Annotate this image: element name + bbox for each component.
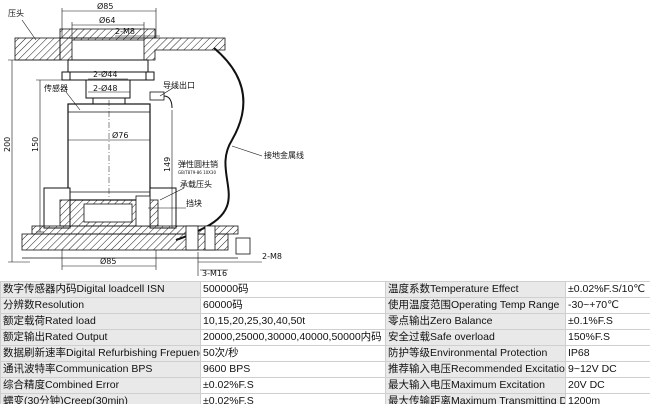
- label-pin-standard: GB/T879-86 10X30: [178, 170, 216, 175]
- label-elastic-pin: 弹性圆柱销: [178, 159, 218, 169]
- spec-key-right: 推荐输入电压Recommended Excitation: [385, 361, 566, 378]
- spec-value-right: ±0.1%F.S: [565, 313, 650, 330]
- table-row: 数字传感器内码Digital loadcell ISN 500000码 温度系数…: [0, 281, 650, 298]
- spec-key-right: 防护等级Environmental Protection: [385, 345, 566, 362]
- label-m8-top: 2-M8: [115, 27, 135, 36]
- spec-value-right: 20V DC: [565, 377, 650, 394]
- spec-value-left: 60000码: [200, 297, 386, 314]
- label-bearing-head: 承载压头: [180, 179, 212, 189]
- label-m16: 3-M16: [202, 269, 227, 278]
- spec-value-right: -30~+70℃: [565, 297, 650, 314]
- spec-value-left: ±0.02%F.S: [200, 393, 386, 404]
- spec-value-left: 20000,25000,30000,40000,50000内码: [200, 329, 386, 346]
- label-pressure-head: 压头: [8, 8, 24, 18]
- spec-value-right: IP68: [565, 345, 650, 362]
- spec-value-left: 10,15,20,25,30,40,50t: [200, 313, 386, 330]
- sensor-body: [67, 97, 151, 201]
- spec-key-right: 最大传输距离Maximum Transmitting Distance: [385, 393, 566, 404]
- spec-key-right: 最大输入电压Maximum Excitation: [385, 377, 566, 394]
- spec-key-right: 使用温度范围Operating Temp Range: [385, 297, 566, 314]
- label-sensor: 传感器: [44, 83, 68, 93]
- cable-outlet: [149, 91, 173, 109]
- spec-key-left: 综合精度Combined Error: [0, 377, 201, 394]
- label-dia-85-bottom: Ø85: [100, 256, 116, 266]
- label-height-150: 150: [31, 137, 40, 152]
- label-stopper: 挡块: [186, 198, 202, 208]
- spec-key-left: 额定输出Rated Output: [0, 329, 201, 346]
- support-frame: [21, 187, 251, 259]
- spec-value-right: ±0.02%F.S/10℃: [565, 281, 650, 298]
- label-ground-strap: 接地金属线: [264, 150, 304, 160]
- load-cell-drawing: 压头 Ø85 Ø64 2-M8 2-Ø44 2-Ø48 传感器 导线出口 Ø76…: [3, 1, 304, 278]
- label-dia-44: 2-Ø44: [93, 69, 117, 79]
- spec-value-left: 9600 BPS: [200, 361, 386, 378]
- table-row: 综合精度Combined Error ±0.02%F.S 最大输入电压Maxim…: [0, 377, 650, 394]
- spec-key-left: 通讯波特率Communication BPS: [0, 361, 201, 378]
- dimension-lines: [8, 8, 263, 276]
- spec-value-left: ±0.02%F.S: [200, 377, 386, 394]
- spec-key-left: 数字传感器内码Digital loadcell ISN: [0, 281, 201, 298]
- table-row: 额定输出Rated Output 20000,25000,30000,40000…: [0, 329, 650, 346]
- label-dia-85-top: Ø85: [97, 1, 113, 11]
- label-height-200: 200: [3, 137, 12, 152]
- spec-key-left: 额定载荷Rated load: [0, 313, 201, 330]
- table-row: 蠕变(30分钟)Creep(30min) ±0.02%F.S 最大传输距离Max…: [0, 393, 650, 404]
- spec-value-right: 9~12V DC: [565, 361, 650, 378]
- spec-key-right: 温度系数Temperature Effect: [385, 281, 566, 298]
- table-row: 分辨数Resolution 60000码 使用温度范围Operating Tem…: [0, 297, 650, 314]
- spec-key-right: 零点输出Zero Balance: [385, 313, 566, 330]
- table-row: 数据刷新速率Digital Refurbishing Frepuency 50次…: [0, 345, 650, 362]
- label-dia-76: Ø76: [112, 130, 128, 140]
- spec-value-left: 500000码: [200, 281, 386, 298]
- label-dia-64: Ø64: [99, 15, 115, 25]
- spec-key-left: 蠕变(30分钟)Creep(30min): [0, 393, 201, 404]
- label-cable-outlet: 导线出口: [163, 80, 195, 90]
- spec-key-right: 安全过载Safe overload: [385, 329, 566, 346]
- label-height-149: 149: [163, 157, 172, 172]
- spec-value-right: 1200m: [565, 393, 650, 404]
- label-m8-bottom: 2-M8: [262, 252, 282, 261]
- spec-value-right: 150%F.S: [565, 329, 650, 346]
- drawing-labels: 压头 Ø85 Ø64 2-M8 2-Ø44 2-Ø48 传感器 导线出口 Ø76…: [3, 1, 304, 278]
- spec-table: 数字传感器内码Digital loadcell ISN 500000码 温度系数…: [0, 281, 650, 404]
- ground-strap: [175, 47, 245, 241]
- spec-key-left: 分辨数Resolution: [0, 297, 201, 314]
- table-row: 额定载荷Rated load 10,15,20,25,30,40,50t 零点输…: [0, 313, 650, 330]
- spec-key-left: 数据刷新速率Digital Refurbishing Frepuency: [0, 345, 201, 362]
- label-dia-48: 2-Ø48: [93, 83, 117, 93]
- spec-value-left: 50次/秒: [200, 345, 386, 362]
- table-row: 通讯波特率Communication BPS 9600 BPS 推荐输入电压Re…: [0, 361, 650, 378]
